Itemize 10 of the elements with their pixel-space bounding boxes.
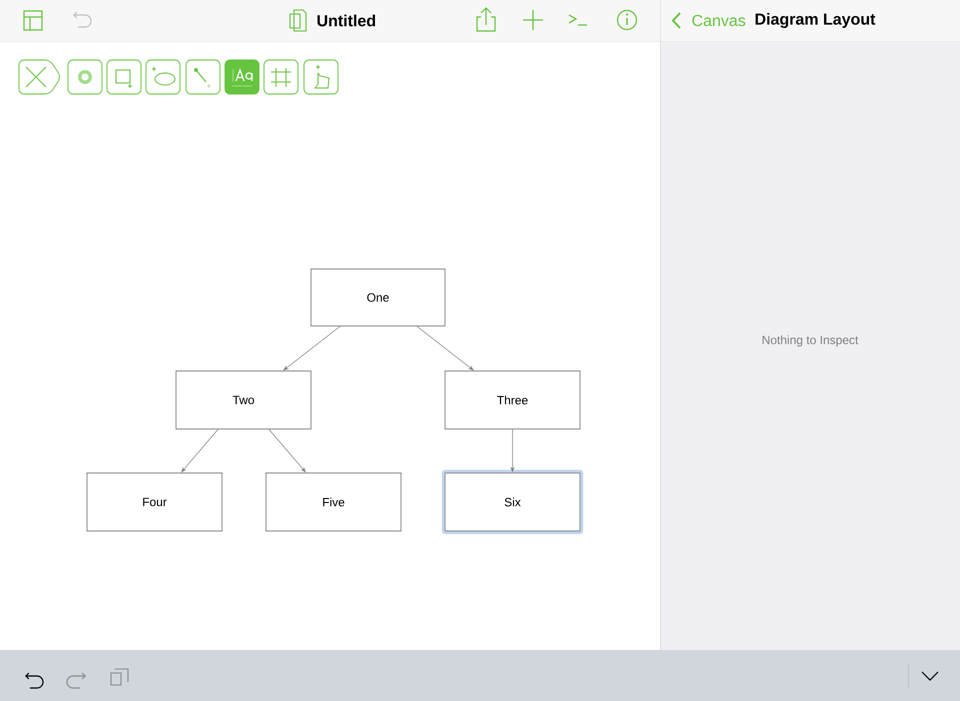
process-box: Two [176, 370, 312, 430]
process-box: Four [86, 472, 222, 532]
selected-box: Six [442, 470, 584, 534]
back-link: Canvas [692, 14, 746, 26]
document-title: Untitled [318, 14, 376, 26]
panel-title: Diagram Layout [756, 13, 876, 28]
process-box: Three [444, 370, 580, 430]
process-box: One [310, 268, 446, 326]
process-box: Five [266, 472, 402, 532]
empty-message: Nothing to Inspect [762, 335, 858, 347]
